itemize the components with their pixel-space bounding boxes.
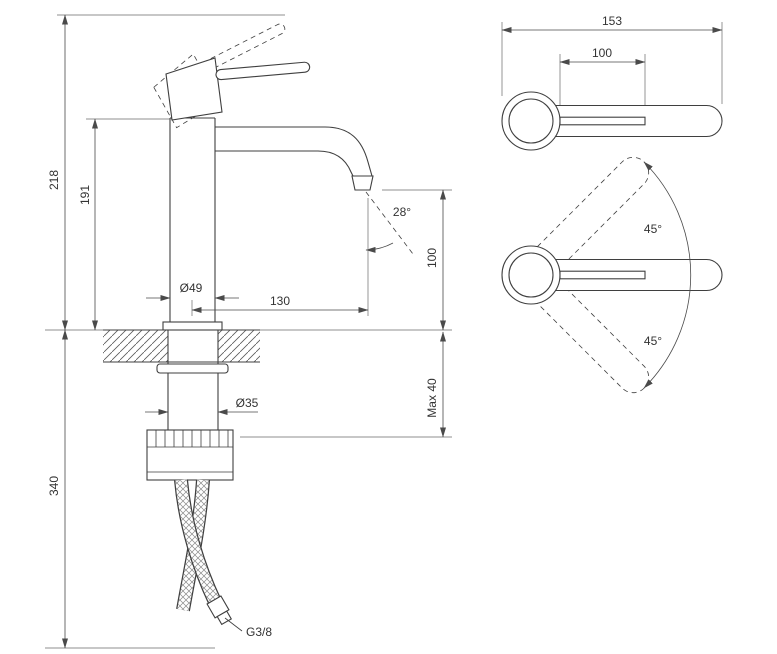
dim-lever-length-label: 100 — [592, 46, 612, 60]
counter-deck — [103, 329, 260, 363]
handle-top-outline — [501, 91, 723, 151]
dim-max-deck-label: Max 40 — [425, 378, 439, 418]
dim-thread-label: G3/8 — [246, 625, 272, 639]
base-flange — [162, 321, 223, 331]
hose-front — [174, 479, 222, 605]
left-dimensions: 218 191 340 — [45, 14, 285, 649]
handle-hub-inner-swing — [508, 252, 554, 298]
threaded-shank — [167, 330, 219, 430]
dim-spout-angle-label: 28° — [393, 205, 411, 219]
swing-arc — [643, 161, 692, 389]
width-dimensions: 130 Ø49 Ø35 — [145, 198, 369, 415]
dim-shank-diameter-label: Ø35 — [236, 396, 259, 410]
dim-below-deck-label: 340 — [47, 476, 61, 496]
dim-handle-total-label: 153 — [602, 14, 622, 28]
angle-arc — [365, 242, 394, 253]
dim-height-total-label: 218 — [47, 170, 61, 190]
nut-knurl-lines — [155, 430, 229, 447]
top-view-swing: 45° 45° — [501, 156, 723, 394]
handle-base — [165, 57, 223, 121]
under-deck-assembly — [146, 330, 234, 481]
angle-reference-line — [365, 191, 414, 255]
spout — [215, 126, 374, 191]
deck-hatch-left — [103, 330, 168, 362]
thread-leader-line — [224, 617, 243, 632]
top-view-handle: 153 100 — [501, 14, 723, 151]
mounting-nut — [146, 429, 234, 481]
spout-bottom-edge — [215, 150, 354, 177]
hose-connector — [206, 595, 233, 626]
lever-slot — [559, 116, 646, 126]
supply-hoses: G3/8 — [174, 479, 272, 639]
lever-slot-swing — [559, 270, 646, 280]
dim-body-diameter-label: Ø49 — [180, 281, 203, 295]
aerator-tip — [351, 175, 374, 191]
faucet-body — [162, 57, 311, 331]
dim-spout-reach-label: 130 — [270, 294, 290, 308]
handle-hub-inner — [508, 98, 554, 144]
handle-lever — [215, 61, 311, 81]
dim-swing-up-label: 45° — [644, 222, 662, 236]
right-dimensions: 100 Max 40 — [240, 189, 452, 438]
dim-swing-down-label: 45° — [644, 334, 662, 348]
spout-angle-annotation: 28° — [365, 191, 414, 255]
deck-hatch-right — [218, 330, 260, 362]
dim-height-body-label: 191 — [78, 185, 92, 205]
ext-153 — [501, 22, 723, 104]
gasket-washer — [156, 363, 229, 374]
dim-outlet-height-label: 100 — [425, 248, 439, 268]
spout-top-edge — [215, 126, 373, 177]
side-view: 28° G3 — [45, 14, 452, 649]
handle-base-dashed — [153, 53, 221, 129]
nut-bands — [147, 446, 233, 473]
